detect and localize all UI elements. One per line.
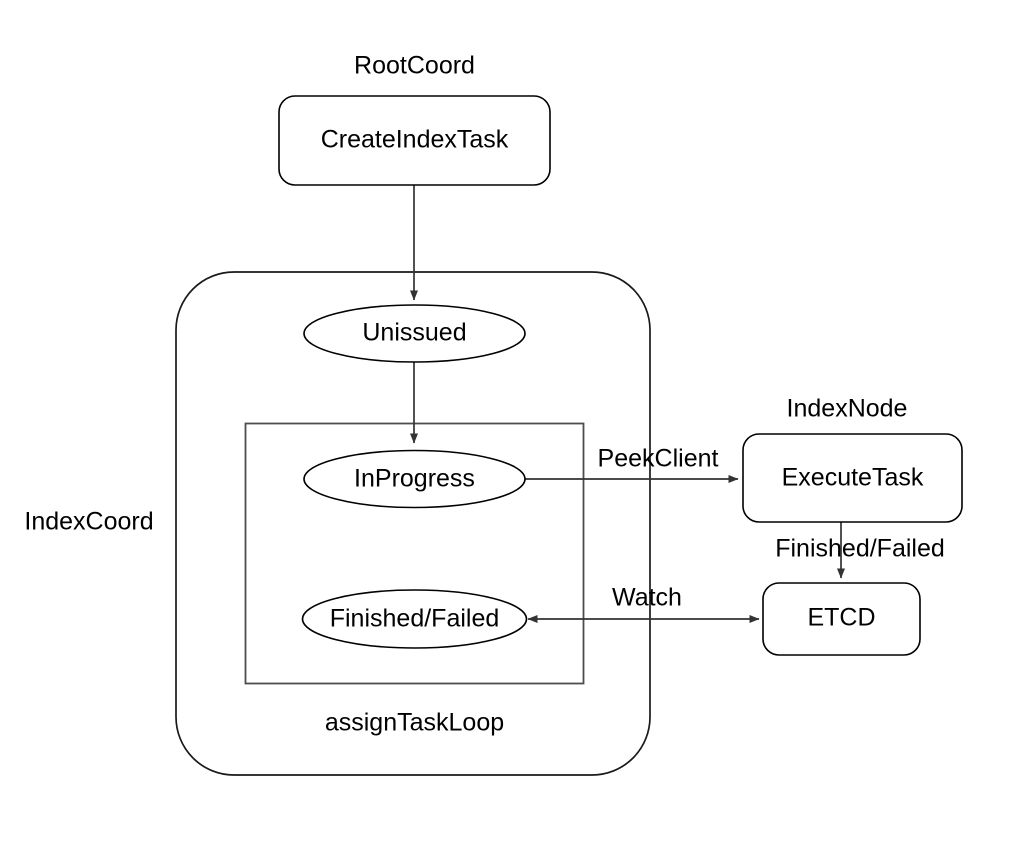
create-index-task-label: CreateIndexTask (321, 126, 509, 154)
group-indexcoord-boundary (175, 271, 651, 776)
group-label-indexnode: IndexNode (787, 395, 908, 423)
unissued-label: Unissued (362, 319, 466, 347)
etcd-label: ETCD (807, 604, 875, 632)
edge-label-finished-failed: Finished/Failed (775, 535, 945, 563)
etcd-shape[interactable] (762, 582, 921, 656)
in-progress-shape[interactable] (303, 449, 526, 509)
node-unissued[interactable]: Unissued (303, 304, 526, 363)
execute-task-shape[interactable] (742, 433, 963, 523)
finished-failed-label: Finished/Failed (330, 605, 500, 633)
edge-label-peekclient: PeekClient (598, 445, 719, 473)
group-label-indexcoord: IndexCoord (24, 508, 153, 536)
group-label-assigntaskloop: assignTaskLoop (325, 709, 504, 737)
group-label-rootcoord: RootCoord (354, 52, 475, 80)
in-progress-label: InProgress (354, 465, 475, 493)
edge-label-watch: Watch (612, 584, 682, 612)
node-execute-task[interactable]: ExecuteTask (742, 433, 963, 523)
node-finished-failed[interactable]: Finished/Failed (301, 589, 528, 649)
finished-failed-shape[interactable] (301, 589, 528, 649)
create-index-task-shape[interactable] (278, 95, 551, 186)
node-etcd[interactable]: ETCD (762, 582, 921, 656)
node-create-index-task[interactable]: CreateIndexTask (278, 95, 551, 186)
node-in-progress[interactable]: InProgress (303, 449, 526, 509)
execute-task-label: ExecuteTask (782, 464, 924, 492)
unissued-shape[interactable] (303, 304, 526, 363)
